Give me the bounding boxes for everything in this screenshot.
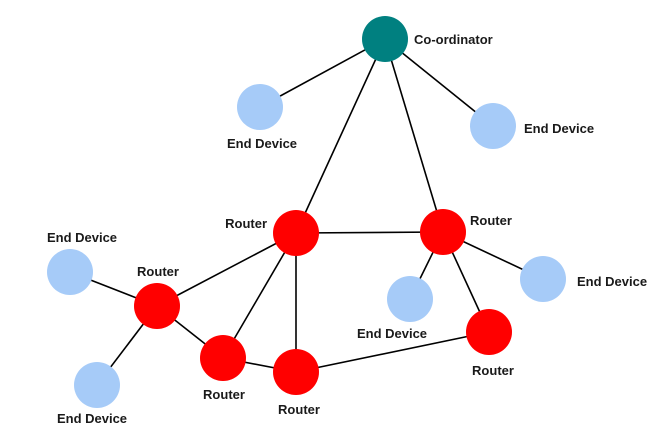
ed-left-label: End Device xyxy=(47,230,117,245)
router-lower-right-label: Router xyxy=(472,363,514,378)
edge-router-lower-right-to-router-bottom-b xyxy=(295,331,490,373)
edge-router-center-to-router-bottom-a xyxy=(222,232,297,359)
ed-mid-center-label: End Device xyxy=(357,326,427,341)
edge-coordinator-to-router-center xyxy=(295,38,386,234)
node-layer xyxy=(47,16,566,408)
router-left-node xyxy=(134,283,180,329)
coordinator-node xyxy=(362,16,408,62)
router-center-label: Router xyxy=(225,216,267,231)
ed-bottom-left-node xyxy=(74,362,120,408)
ed-mid-center-node xyxy=(387,276,433,322)
edge-coordinator-to-ed-top-left xyxy=(259,38,386,108)
edge-coordinator-to-ed-top-right xyxy=(384,38,494,127)
router-center-node xyxy=(273,210,319,256)
ed-top-left-node xyxy=(237,84,283,130)
router-bottom-b-label: Router xyxy=(278,402,320,417)
router-bottom-a-label: Router xyxy=(203,387,245,402)
router-left-label: Router xyxy=(137,264,179,279)
edge-coordinator-to-router-right xyxy=(384,38,444,233)
ed-top-right-node xyxy=(470,103,516,149)
coordinator-label: Co-ordinator xyxy=(414,32,493,47)
edge-router-center-to-router-left xyxy=(156,232,297,307)
ed-bottom-left-label: End Device xyxy=(57,411,127,426)
ed-top-left-label: End Device xyxy=(227,136,297,151)
edge-router-center-to-router-right xyxy=(295,231,444,234)
ed-mid-right-label: End Device xyxy=(577,274,647,289)
ed-mid-right-node xyxy=(520,256,566,302)
ed-left-node xyxy=(47,249,93,295)
ed-top-right-label: End Device xyxy=(524,121,594,136)
router-right-node xyxy=(420,209,466,255)
router-lower-right-node xyxy=(466,309,512,355)
router-bottom-b-node xyxy=(273,349,319,395)
router-right-label: Router xyxy=(470,213,512,228)
router-bottom-a-node xyxy=(200,335,246,381)
